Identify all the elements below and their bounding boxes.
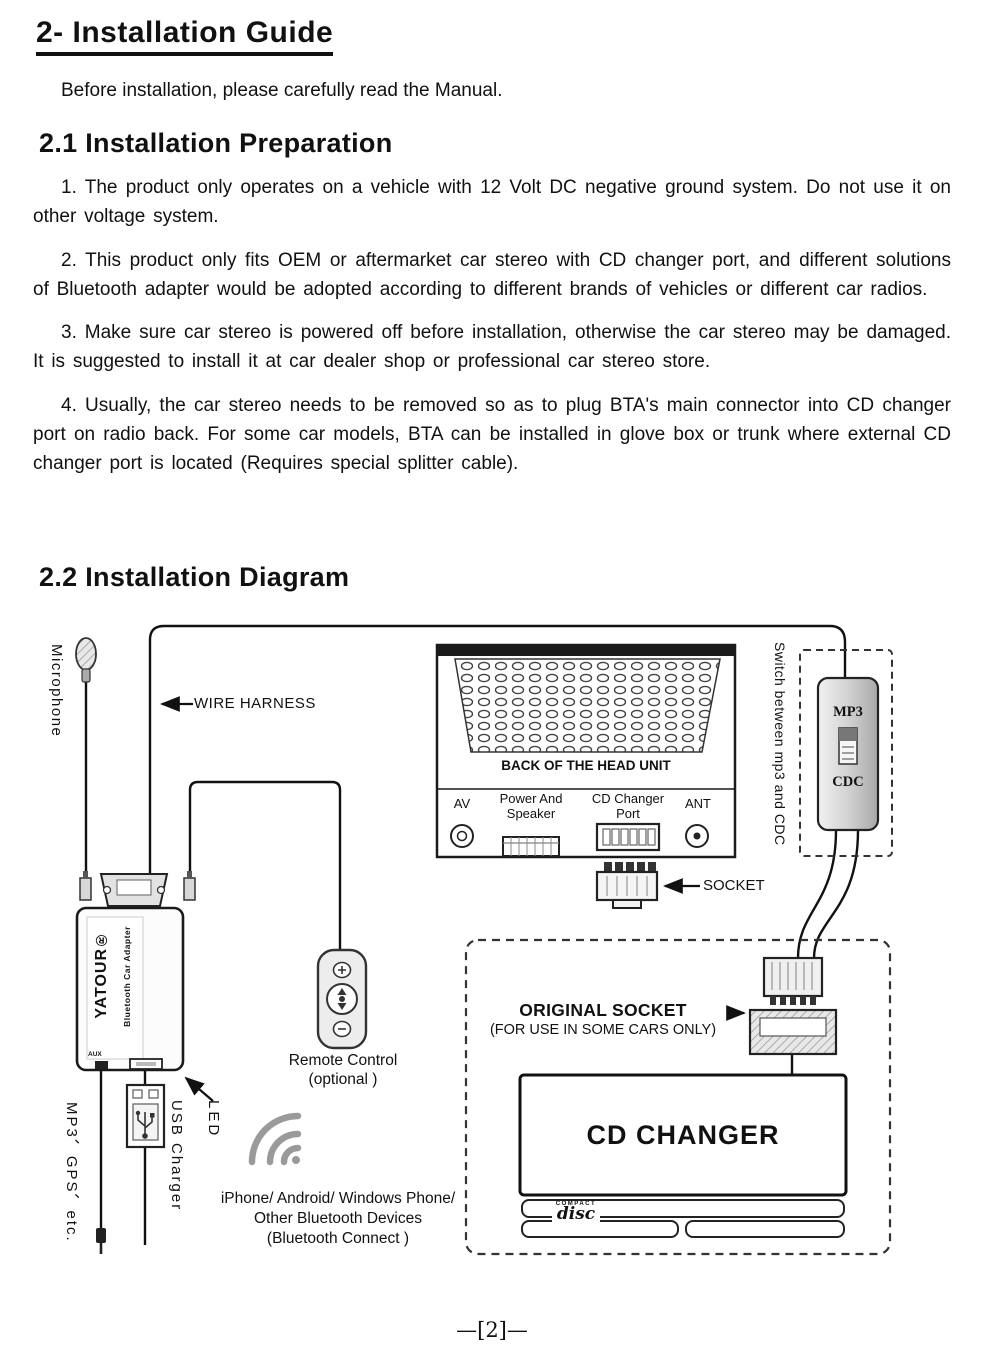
page-title: 2- Installation Guide: [36, 16, 951, 56]
wire-harness-cable: [148, 624, 847, 874]
bluetooth-devices-line2: Other Bluetooth Devices: [253, 1210, 422, 1228]
cd-changer-port-label: CD Changer Port: [591, 791, 665, 821]
arrows: [160, 696, 746, 1102]
original-socket-note: (FOR USE IN SOME CARS ONLY): [489, 1022, 717, 1038]
original-socket-connector: [748, 956, 838, 1056]
compact-disc-logo-text: disc: [556, 1204, 596, 1225]
socket-plug: [595, 862, 659, 909]
aux-label: AUX: [88, 1051, 102, 1058]
cd-tray-3: [685, 1220, 845, 1238]
remote-control-label-line1: Remote Control: [288, 1052, 398, 1069]
intro-paragraph: Before installation, please carefully re…: [61, 80, 503, 101]
section-2-2-heading: 2.2 Installation Diagram: [39, 562, 350, 592]
installation-diagram: Microphone WIRE HARNESS BACK OF THE HEAD…: [0, 612, 984, 1357]
text-column: 2- Installation Guide Before installatio…: [0, 16, 984, 478]
av-connector: [450, 824, 474, 848]
usb-charger-label: USB Charger: [168, 1100, 185, 1212]
cd-region-dashed-box: [464, 938, 892, 1256]
mode-switch-slider: [838, 727, 858, 765]
original-socket-label: ORIGINAL SOCKET: [519, 1000, 687, 1020]
microphone-icon: [75, 637, 97, 683]
mp3-label: MP3: [833, 704, 863, 720]
bluetooth-devices-line3: (Bluetooth Connect ): [266, 1230, 410, 1248]
remote-control-label-line2: (optional ): [308, 1070, 378, 1088]
page-number: —[2]—: [456, 1318, 528, 1342]
cd-tray-2: [521, 1220, 679, 1238]
power-speaker-connector: [502, 836, 560, 857]
remote-control-icon: [316, 948, 368, 1050]
ant-connector: [685, 824, 709, 848]
head-unit-label: BACK OF THE HEAD UNIT: [501, 758, 671, 773]
wire-harness-label: WIRE HARNESS: [194, 695, 316, 712]
av-label: AV: [453, 796, 471, 811]
page-title-text: 2- Installation Guide: [36, 16, 334, 56]
compact-disc-logo-top: COMPACT: [555, 1201, 597, 1207]
diagram-graphics: [75, 624, 893, 1256]
led-arrow: [184, 1076, 214, 1102]
cd-changer-port-connector: [595, 822, 661, 852]
left-jack: [79, 877, 92, 901]
bluetooth-devices-line1: iPhone/ Android/ Windows Phone/: [220, 1190, 456, 1207]
bluetooth-waves-icon: [248, 1112, 302, 1166]
cdc-label: CDC: [832, 774, 864, 790]
switch-out-cable-1: [796, 829, 838, 959]
mp3-cdc-switch: [799, 649, 893, 857]
switch-dashed-box: [799, 649, 893, 857]
bluetooth-devices-label: iPhone/ Android/ Windows Phone/ Other Bl…: [204, 1189, 472, 1249]
cables: [84, 624, 860, 1245]
paragraph-2: 2. This product only fits OEM or afterma…: [33, 249, 951, 300]
aux-plug-icon: [96, 1228, 106, 1254]
remote-control-label: Remote Control (optional ): [272, 1052, 414, 1089]
device-sub-label: Bluetooth Car Adapter: [122, 926, 132, 1027]
remote-cable: [188, 780, 342, 950]
usb-plug-icon: [125, 1083, 166, 1149]
device-brand-label: YATOUR®: [93, 930, 110, 1019]
socket-label: SOCKET: [703, 877, 765, 894]
cd-changer-region: [464, 938, 892, 1256]
paragraph-4: 4. Usually, the car stereo needs to be r…: [33, 394, 951, 475]
paragraph-1: 1. The product only operates on a vehicl…: [33, 177, 951, 228]
compact-disc-logo: COMPACT disc: [552, 1201, 600, 1223]
ant-label: ANT: [685, 796, 711, 811]
right-jack: [183, 877, 196, 901]
paragraph-3: 3. Make sure car stereo is powered off b…: [33, 322, 951, 373]
switch-mode-label: Switch between mp3 and CDC: [771, 642, 788, 846]
cd-tray-1: [521, 1199, 845, 1218]
section-2-1-heading: 2.1 Installation Preparation: [39, 128, 393, 158]
speaker-grille: [454, 658, 721, 753]
cd-changer-box: [518, 1073, 848, 1197]
power-speaker-label: Power And Speaker: [499, 791, 563, 821]
head-unit: [435, 643, 737, 859]
led-label: LED: [205, 1100, 222, 1139]
aux-port: [95, 1061, 108, 1069]
microphone-label: Microphone: [48, 644, 65, 738]
bta-device: [75, 871, 196, 1072]
cd-changer-label: CD CHANGER: [586, 1119, 780, 1150]
mp3-gps-label: MP3、GPS、etc.: [63, 1102, 80, 1243]
